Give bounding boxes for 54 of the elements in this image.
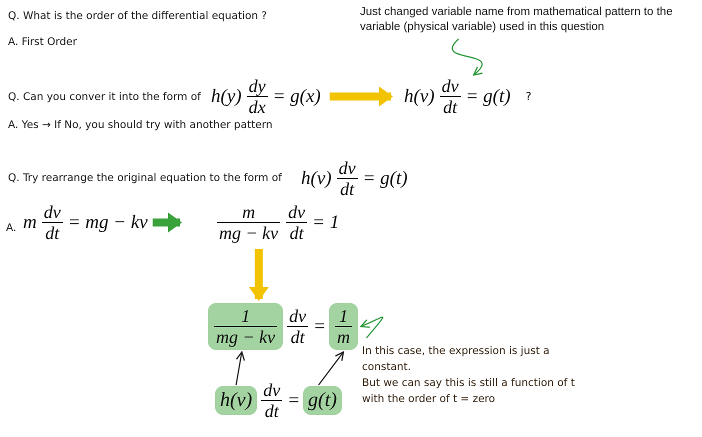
question-text: Q. What is the order of the differential equation ?: [8, 10, 267, 22]
block-arrow: [248, 249, 269, 301]
fraction-numerator: dv: [287, 306, 308, 327]
math-text: = g(x): [272, 86, 322, 108]
math-text: g(t): [307, 389, 338, 412]
highlight-box: [215, 386, 258, 415]
arrow: [318, 351, 344, 386]
note-text: Just changed variable name from mathematical pattern to the variable (physical variable) used in this question: [360, 5, 674, 35]
fraction-numerator: dv: [286, 202, 308, 223]
arrow: [236, 351, 246, 386]
fraction-numerator: dv: [261, 380, 282, 401]
note-text: But we can say this is still a function of t with the order of t = zero: [362, 376, 576, 407]
math-text: h(v): [219, 389, 254, 412]
fraction-denominator: mg − kv: [218, 223, 280, 243]
math-text: h(y): [210, 86, 243, 108]
math-text: h(v): [403, 86, 436, 108]
question-mark: ?: [526, 90, 532, 103]
math-text: = 1: [311, 212, 340, 234]
question-text: A. Yes → If No, you should try with another pattern: [8, 119, 273, 131]
math-text: =: [312, 316, 327, 338]
fraction-numerator: dv: [336, 158, 358, 179]
highlight-box: [303, 386, 342, 415]
math-text: = g(t): [464, 86, 512, 108]
fraction-denominator: dt: [44, 223, 60, 243]
fraction-denominator: dt: [339, 179, 356, 199]
fraction-numerator: dv: [42, 202, 63, 223]
question-text: A.: [6, 222, 16, 234]
fraction-numerator: m: [217, 202, 280, 223]
question-text: A. First Order: [8, 36, 77, 48]
block-arrow: [330, 86, 393, 106]
fraction-numerator: 1: [214, 306, 278, 327]
math-text: m: [22, 212, 38, 234]
highlight-box: [328, 303, 358, 350]
math-text: h(v): [300, 168, 333, 190]
math-text: = g(t): [362, 168, 409, 190]
math-text: =: [286, 390, 302, 412]
fraction-denominator: mg − kv: [215, 327, 276, 347]
math-text: = mg − kv: [66, 212, 149, 234]
highlight-box: [208, 303, 284, 350]
question-text: Q. Try rearrange the original equation to the form of: [8, 172, 282, 184]
fraction-denominator: m: [336, 327, 351, 347]
fraction-denominator: dx: [248, 97, 267, 117]
fraction-denominator: dt: [442, 97, 458, 117]
fraction-numerator: 1: [334, 306, 352, 327]
arrow: [452, 38, 483, 76]
fraction-numerator: dy: [246, 76, 268, 97]
note-text: In this case, the expression is just a constant.: [362, 344, 551, 375]
fraction-denominator: dt: [264, 401, 280, 421]
arrow: [360, 316, 384, 338]
question-text: Q. Can you conver it into the form of: [8, 91, 201, 103]
fraction-numerator: dv: [440, 76, 461, 97]
fraction-denominator: dt: [290, 327, 306, 347]
block-arrow: [152, 212, 182, 232]
fraction-denominator: dt: [288, 223, 305, 243]
